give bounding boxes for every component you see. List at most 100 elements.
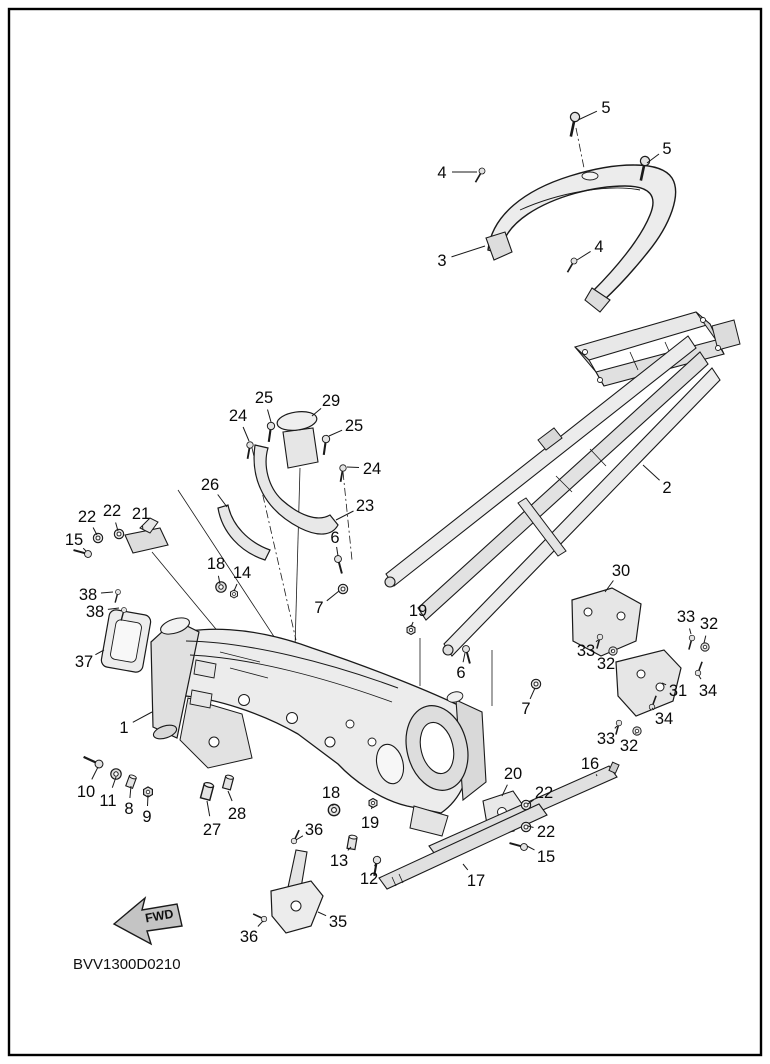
- bolt-15-icon: [507, 838, 530, 853]
- diagram-code: BVV1300D0210: [73, 956, 181, 973]
- callout-4: 4: [437, 164, 446, 182]
- leader-line: [227, 790, 233, 802]
- engine-hanger: [409, 805, 449, 837]
- callout-25: 25: [345, 417, 363, 435]
- bolt-25-icon: [319, 433, 332, 457]
- callout-27: 27: [203, 821, 221, 839]
- leader-line: [614, 725, 618, 729]
- callout-7: 7: [314, 599, 323, 617]
- leader-line: [91, 766, 99, 780]
- leader-line: [451, 245, 486, 258]
- leader-line: [267, 409, 272, 423]
- leader-line: [336, 546, 339, 557]
- callout-6: 6: [330, 529, 339, 547]
- leader-line: [642, 464, 660, 481]
- leader-line: [610, 649, 613, 652]
- callout-2: 2: [662, 479, 671, 497]
- callout-32: 32: [597, 655, 615, 673]
- leader-line: [257, 920, 264, 927]
- subframe-tube-lower: [443, 367, 721, 657]
- callout-22: 22: [535, 784, 553, 802]
- leader-line: [311, 408, 322, 417]
- washer-22-icon: [113, 528, 125, 540]
- leader-line: [604, 580, 614, 593]
- callout-18: 18: [322, 784, 340, 802]
- leader-line: [95, 649, 105, 656]
- leader-line: [595, 774, 598, 777]
- stay-part-26: [217, 504, 271, 561]
- washer-32-icon: [700, 642, 710, 652]
- callout-15: 15: [537, 848, 555, 866]
- screw-34-icon: [693, 659, 706, 678]
- callout-33: 33: [577, 642, 595, 660]
- leader-line: [233, 583, 238, 592]
- leader-line: [595, 639, 599, 643]
- callout-32: 32: [700, 615, 718, 633]
- leader-line: [217, 494, 228, 508]
- leader-line: [577, 110, 598, 121]
- callout-31: 31: [669, 682, 687, 700]
- bracket-30: [571, 587, 642, 657]
- callout-24: 24: [363, 460, 381, 478]
- callout-5: 5: [601, 99, 610, 117]
- leader-line: [689, 628, 692, 635]
- callout-7: 7: [521, 700, 530, 718]
- callout-6: 6: [456, 664, 465, 682]
- callout-29: 29: [322, 392, 340, 410]
- leader-line: [698, 675, 702, 680]
- callout-8: 8: [124, 800, 133, 818]
- bolt-33-icon: [685, 633, 697, 652]
- leader-line: [462, 652, 466, 663]
- callout-5: 5: [662, 140, 671, 158]
- leader-line: [132, 711, 153, 723]
- callout-22: 22: [537, 823, 555, 841]
- callout-33: 33: [677, 608, 695, 626]
- callout-34: 34: [655, 710, 673, 728]
- bolt-10-icon: [80, 752, 106, 771]
- screw-4-icon: [472, 166, 487, 185]
- callout-33: 33: [597, 730, 615, 748]
- grommet-18-icon: [327, 803, 341, 817]
- leader-line: [147, 794, 149, 807]
- leader-line: [576, 250, 591, 261]
- bracket-23-26-29: [217, 411, 339, 561]
- callout-16: 16: [581, 755, 599, 773]
- leader-line: [111, 776, 117, 788]
- screw-38-icon: [111, 588, 122, 604]
- grab-bar-part: [485, 164, 677, 313]
- washer-22-icon: [520, 821, 532, 833]
- leader-line: [410, 621, 414, 628]
- leader-line: [527, 799, 534, 805]
- washer-22-icon: [520, 799, 532, 811]
- leader-line: [374, 862, 377, 867]
- callout-14: 14: [233, 564, 251, 582]
- callout-11: 11: [99, 792, 116, 810]
- subframe-tube-upper: [385, 335, 697, 587]
- leader-line: [651, 707, 655, 711]
- callout-21: 21: [132, 505, 150, 523]
- screw-4-icon: [564, 256, 579, 275]
- callout-20: 20: [504, 765, 522, 783]
- callout-18: 18: [207, 555, 225, 573]
- washer-32-icon: [608, 646, 618, 656]
- bracket-35: [270, 849, 324, 934]
- bolt-6-icon: [332, 553, 347, 576]
- callout-9: 9: [142, 808, 151, 826]
- callout-19: 19: [361, 814, 379, 832]
- callout-13: 13: [330, 852, 348, 870]
- fwd-label: FWD: [144, 907, 174, 926]
- screw-36-icon: [251, 910, 269, 924]
- callout-23: 23: [356, 497, 374, 515]
- washer-32-icon: [632, 726, 642, 736]
- leader-line: [326, 590, 340, 602]
- leader-line: [527, 825, 534, 828]
- leader-line: [217, 575, 221, 585]
- leader-line: [328, 429, 343, 437]
- callout-22: 22: [78, 508, 96, 526]
- leader-line: [661, 682, 667, 686]
- callout-38: 38: [79, 586, 97, 604]
- callout-19: 19: [409, 602, 427, 620]
- leader-line: [501, 784, 508, 797]
- bracket-21-group: [124, 517, 169, 554]
